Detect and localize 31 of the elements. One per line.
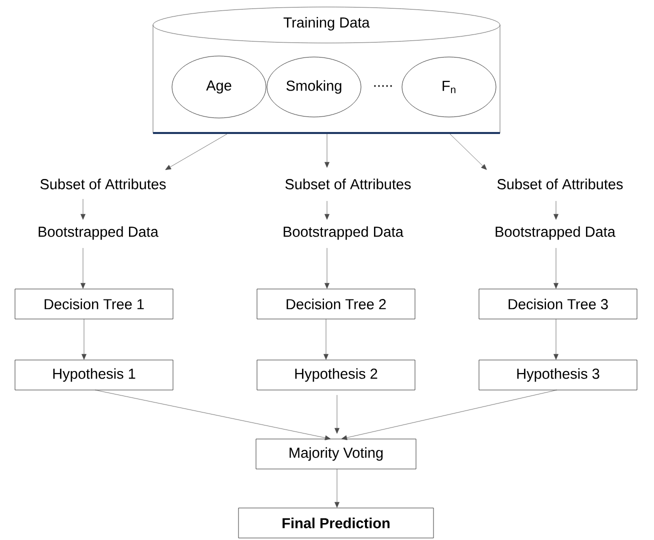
ellipsis: .....: [374, 85, 392, 87]
arrow: [324, 248, 330, 289]
step-text: Bootstrapped Data: [38, 226, 158, 240]
arrow: [165, 134, 228, 170]
process-box: Majority Voting: [256, 438, 416, 470]
process-box: Decision Tree 2: [256, 288, 416, 320]
result-box: Final Prediction: [238, 508, 434, 538]
arrow: [94, 390, 331, 440]
arrow: [324, 318, 328, 360]
process-box: Decision Tree 3: [478, 288, 638, 320]
arrow: [324, 134, 330, 168]
arrow: [554, 200, 558, 220]
arrow: [80, 198, 86, 220]
arrow: [341, 390, 558, 440]
process-box: Decision Tree 1: [14, 288, 174, 320]
step-text: Subset of Attributes: [285, 178, 411, 190]
step-text: Subset of Attributes: [497, 178, 623, 190]
step-text: Subset of Attributes: [40, 178, 166, 190]
arrow: [554, 318, 558, 360]
process-box: Hypothesis 1: [14, 360, 174, 390]
process-box: Hypothesis 3: [478, 360, 638, 390]
arrow: [80, 248, 86, 289]
step-text: Bootstrapped Data: [496, 226, 616, 240]
arrow: [554, 248, 558, 289]
arrow: [334, 394, 340, 434]
arrow: [324, 200, 330, 220]
process-box: Hypothesis 2: [256, 360, 416, 390]
step-text: Bootstrapped Data: [284, 226, 404, 240]
arrow: [450, 134, 487, 170]
arrow: [334, 468, 340, 508]
arrow: [82, 318, 86, 360]
